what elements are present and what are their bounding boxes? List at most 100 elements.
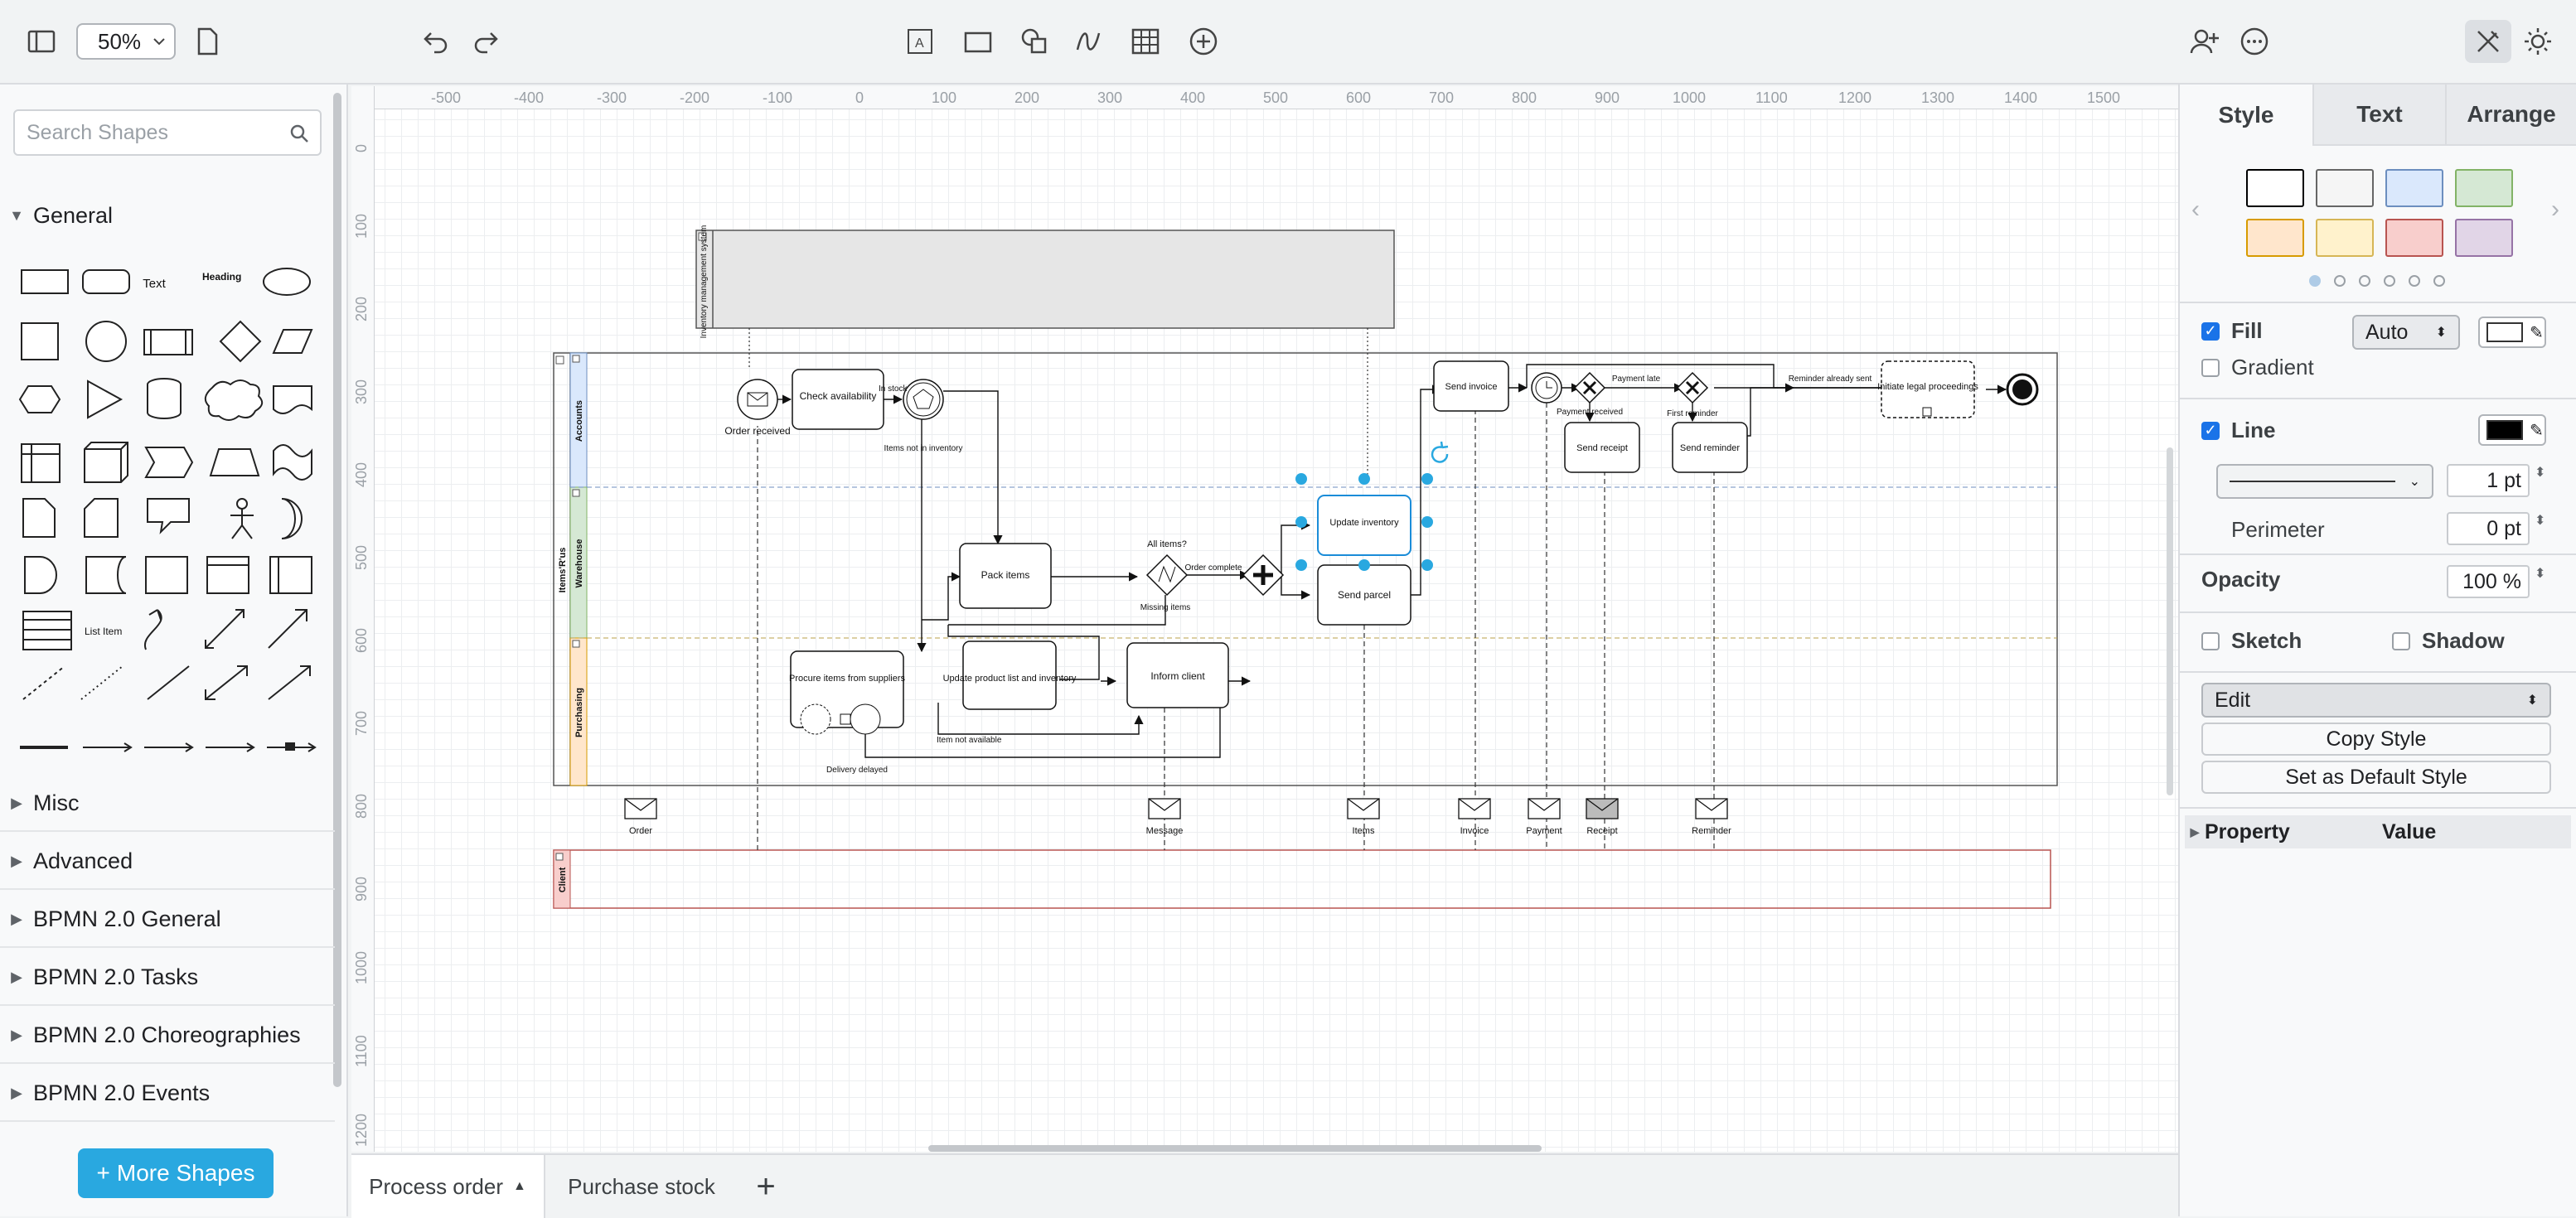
category-advanced[interactable]: ▶ Advanced bbox=[0, 834, 335, 890]
insert-table-button[interactable] bbox=[1122, 20, 1169, 63]
swatch-page-dot[interactable] bbox=[2334, 275, 2346, 287]
intermediate-event-inventory[interactable] bbox=[903, 379, 943, 419]
task-send-receipt[interactable]: Send receipt bbox=[1565, 423, 1639, 472]
toggle-sidebar-button[interactable] bbox=[18, 20, 65, 63]
boundary-event-escalation[interactable] bbox=[801, 704, 830, 734]
swatch-page-dot[interactable] bbox=[2384, 275, 2395, 287]
category-bpmn-tasks[interactable]: ▶ BPMN 2.0 Tasks bbox=[0, 950, 335, 1006]
end-event[interactable] bbox=[2007, 375, 2037, 404]
task-update-product-list[interactable]: Update product list and inventory bbox=[943, 641, 1077, 709]
style-swatch[interactable] bbox=[2246, 169, 2304, 207]
line-style-select[interactable]: ⌄ bbox=[2216, 464, 2433, 499]
style-swatch[interactable] bbox=[2455, 169, 2513, 207]
stepper-icon[interactable]: ⬍ bbox=[2535, 464, 2545, 481]
insert-text-button[interactable]: A bbox=[897, 20, 943, 63]
ruler-label: 900 bbox=[1595, 89, 1620, 107]
sketch-checkbox[interactable] bbox=[2201, 632, 2220, 650]
page-tabs-bar: Process order ▲ Purchase stock + bbox=[351, 1153, 2178, 1216]
search-shapes-input[interactable]: Search Shapes bbox=[13, 109, 322, 156]
insert-more-button[interactable] bbox=[1180, 20, 1227, 63]
horizontal-scrollbar[interactable] bbox=[928, 1145, 1542, 1152]
add-page-button[interactable]: + bbox=[741, 1155, 791, 1218]
line-checkbox[interactable]: ✓ bbox=[2201, 422, 2220, 440]
stepper-icon[interactable]: ⬍ bbox=[2535, 565, 2545, 582]
category-bpmn-choreographies[interactable]: ▶ BPMN 2.0 Choreographies bbox=[0, 1008, 335, 1064]
page-tab-purchase-stock[interactable]: Purchase stock bbox=[547, 1155, 736, 1218]
tab-arrange[interactable]: Arrange bbox=[2445, 85, 2576, 146]
stepper-icon[interactable]: ⬍ bbox=[2535, 512, 2545, 529]
set-default-style-button[interactable]: Set as Default Style bbox=[2201, 761, 2551, 794]
undo-button[interactable] bbox=[413, 20, 459, 63]
perimeter-input[interactable]: 0 pt bbox=[2447, 512, 2530, 545]
task-send-invoice[interactable]: Send invoice bbox=[1434, 361, 1508, 411]
edit-style-select[interactable]: Edit ⬍ bbox=[2201, 683, 2551, 718]
theme-button[interactable] bbox=[2515, 20, 2561, 63]
tab-text[interactable]: Text bbox=[2312, 85, 2445, 146]
more-shapes-button[interactable]: + More Shapes bbox=[78, 1148, 274, 1198]
rotate-handle-icon[interactable] bbox=[1432, 442, 1448, 462]
shapes-palette-graphics[interactable]: Text Heading List Item bbox=[15, 252, 322, 766]
search-icon[interactable] bbox=[288, 123, 310, 144]
gateway-payment[interactable] bbox=[1575, 373, 1605, 403]
fill-type-select[interactable]: Auto ⬍ bbox=[2352, 315, 2460, 350]
copy-style-button[interactable]: Copy Style bbox=[2201, 723, 2551, 756]
fill-checkbox[interactable]: ✓ bbox=[2201, 322, 2220, 341]
page-view-button[interactable] bbox=[184, 20, 230, 63]
style-swatch[interactable] bbox=[2316, 169, 2374, 207]
share-button[interactable] bbox=[2181, 20, 2228, 63]
category-misc[interactable]: ▶ Misc bbox=[0, 776, 335, 832]
task-inform-client[interactable]: Inform client bbox=[1127, 643, 1228, 708]
swatch-page-dot[interactable] bbox=[2433, 275, 2445, 287]
timer-event[interactable] bbox=[1532, 373, 1562, 403]
triangle-right-icon[interactable]: ▶ bbox=[2185, 825, 2205, 839]
more-options-button[interactable] bbox=[2231, 20, 2278, 63]
style-swatch[interactable] bbox=[2455, 219, 2513, 257]
task-initiate-legal[interactable]: Initiate legal proceedings bbox=[1877, 361, 1978, 418]
task-send-parcel[interactable]: Send parcel bbox=[1318, 565, 1411, 625]
insert-rectangle-button[interactable] bbox=[955, 20, 1001, 63]
opacity-input[interactable]: 100 % bbox=[2447, 565, 2530, 598]
style-swatch[interactable] bbox=[2246, 219, 2304, 257]
fill-color-picker[interactable]: ✎ bbox=[2478, 317, 2546, 348]
gateway-parallel[interactable] bbox=[1243, 555, 1283, 595]
chevron-right-icon[interactable]: › bbox=[2551, 196, 2559, 224]
items-r-us-pool[interactable]: Items'R'us Accounts Warehouse Purchasing bbox=[554, 353, 2057, 785]
set-default-label: Set as Default Style bbox=[2285, 766, 2467, 790]
start-event-order-received[interactable]: Order received bbox=[724, 379, 790, 437]
inventory-system-pool[interactable]: Inventory management system bbox=[696, 225, 1394, 339]
redo-button[interactable] bbox=[462, 20, 509, 63]
boundary-event-error[interactable] bbox=[850, 704, 880, 734]
swatch-page-dot[interactable] bbox=[2409, 275, 2420, 287]
zoom-select[interactable]: 50% bbox=[76, 23, 176, 60]
diagram-canvas[interactable]: Inventory management system Items'R'us A… bbox=[351, 86, 2178, 1152]
gateway-reminder[interactable] bbox=[1678, 373, 1707, 403]
bpmn-diagram[interactable]: Inventory management system Items'R'us A… bbox=[351, 86, 2178, 1152]
freehand-button[interactable] bbox=[1066, 20, 1112, 63]
swatch-page-dot[interactable] bbox=[2309, 275, 2321, 287]
task-send-reminder[interactable]: Send reminder bbox=[1673, 423, 1747, 472]
category-bpmn-general[interactable]: ▶ BPMN 2.0 General bbox=[0, 892, 335, 948]
tab-style[interactable]: Style bbox=[2180, 85, 2312, 146]
style-swatch[interactable] bbox=[2316, 219, 2374, 257]
style-swatch[interactable] bbox=[2385, 219, 2443, 257]
category-general[interactable]: ▼ General bbox=[0, 187, 335, 244]
vertical-scrollbar[interactable] bbox=[2167, 447, 2173, 795]
task-update-inventory[interactable]: Update inventory bbox=[1318, 495, 1411, 555]
line-width-input[interactable]: 1 pt bbox=[2447, 464, 2530, 497]
line-color-picker[interactable]: ✎ bbox=[2478, 414, 2546, 446]
style-swatch[interactable] bbox=[2385, 169, 2443, 207]
chevron-up-icon[interactable]: ▲ bbox=[513, 1179, 526, 1194]
category-bpmn-events[interactable]: ▶ BPMN 2.0 Events bbox=[0, 1066, 335, 1122]
chevron-left-icon[interactable]: ‹ bbox=[2191, 196, 2200, 224]
client-pool[interactable]: Client bbox=[554, 850, 2051, 908]
task-pack-items[interactable]: Pack items bbox=[960, 544, 1051, 608]
gradient-checkbox[interactable] bbox=[2201, 359, 2220, 377]
category-label: BPMN 2.0 Tasks bbox=[33, 964, 198, 990]
insert-shapes-button[interactable] bbox=[1011, 20, 1058, 63]
page-tab-process-order[interactable]: Process order ▲ bbox=[351, 1155, 545, 1218]
task-check-availability[interactable]: Check availability bbox=[792, 370, 884, 429]
shadow-checkbox[interactable] bbox=[2392, 632, 2410, 650]
format-panel-button[interactable] bbox=[2465, 20, 2511, 63]
gateway-all-items[interactable] bbox=[1147, 555, 1187, 595]
swatch-page-dot[interactable] bbox=[2359, 275, 2370, 287]
